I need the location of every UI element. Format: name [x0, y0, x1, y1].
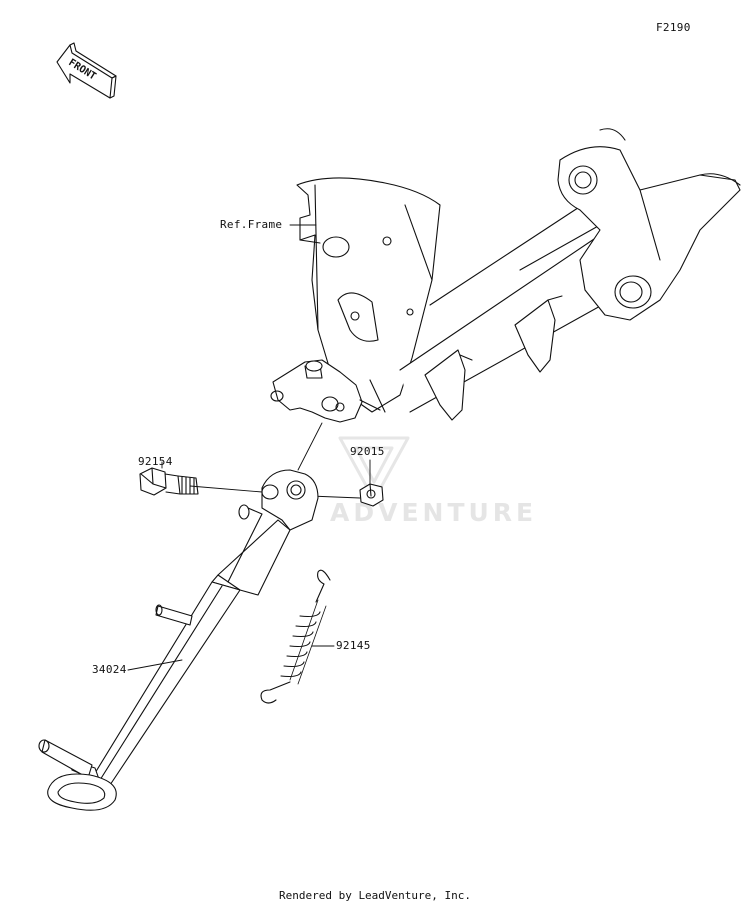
nut-92015: [359, 483, 384, 507]
leader-lines: [127, 224, 371, 671]
label-ref-frame: Ref.Frame: [220, 218, 283, 231]
frame-tabs: [424, 295, 563, 421]
watermark-logo: [338, 436, 410, 502]
label-part-34024: 34024: [92, 663, 127, 676]
frame-bracket-right: [557, 128, 741, 321]
front-arrow-icon: FRONT: [56, 42, 117, 99]
stand-bracket: [270, 359, 381, 423]
bolt-92154: [139, 467, 199, 496]
frame-plate: [296, 177, 441, 413]
side-stand-34024: [38, 469, 319, 811]
spring-92145: [260, 569, 331, 704]
figure-code: F2190: [656, 21, 691, 34]
label-part-92145: 92145: [336, 639, 371, 652]
label-part-92154: 92154: [138, 455, 173, 468]
label-part-92015: 92015: [350, 445, 385, 458]
footer-credit: Rendered by LeadVenture, Inc.: [278, 889, 472, 902]
